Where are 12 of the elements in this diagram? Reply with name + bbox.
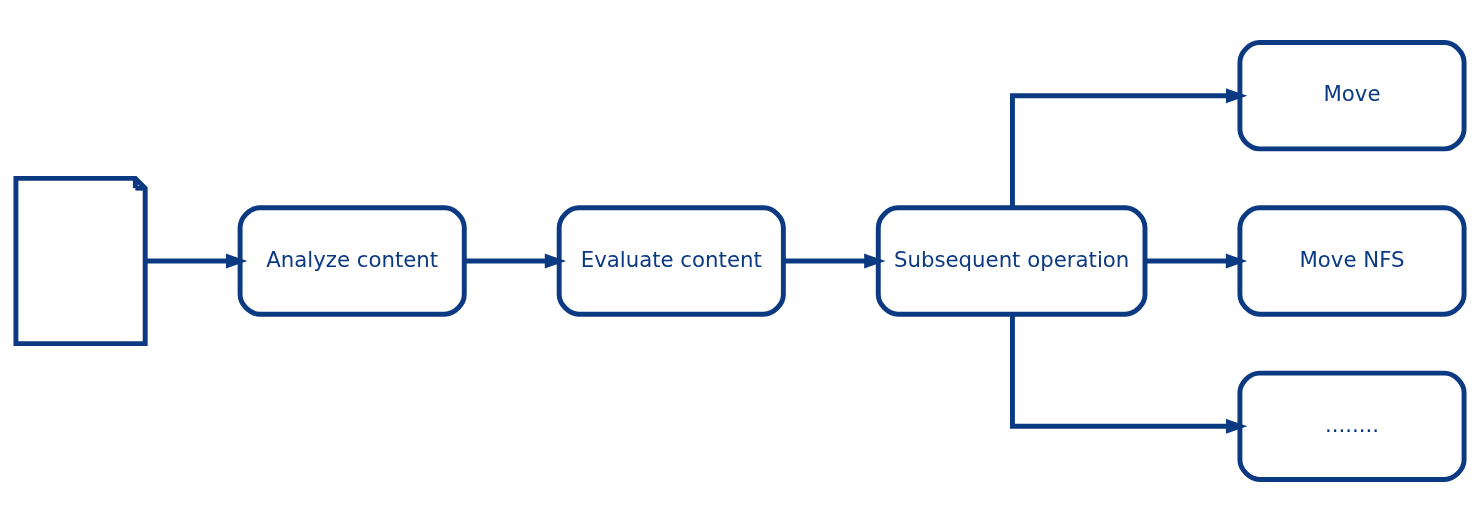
- node-box: Move: [1237, 39, 1467, 151]
- node-box: Evaluate content: [556, 204, 786, 317]
- node-box: Move NFS: [1237, 204, 1467, 317]
- node-box: Analyze content: [237, 204, 467, 317]
- arrow: [464, 253, 567, 268]
- arrow: [1010, 87, 1248, 208]
- arrow: [145, 253, 248, 268]
- arrow: [1010, 313, 1248, 434]
- node-box: ........: [1237, 370, 1467, 482]
- arrow: [783, 253, 886, 268]
- node-box: Subsequent operation: [875, 204, 1148, 317]
- arrow: [1145, 253, 1248, 268]
